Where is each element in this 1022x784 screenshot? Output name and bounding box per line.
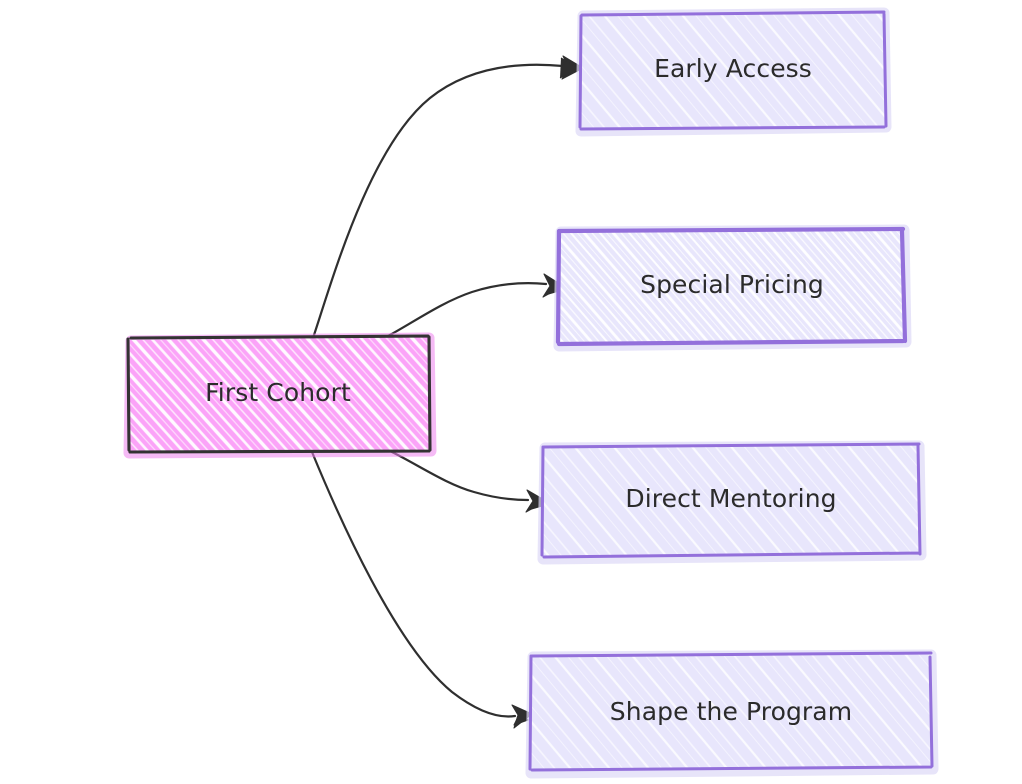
node-early-access-label: Early Access [654, 54, 812, 83]
node-direct-mentoring-hatch [542, 444, 920, 556]
node-early-access-border [578, 10, 888, 131]
node-shape-the-program-hatch [530, 653, 932, 770]
node-direct-mentoring-label: Direct Mentoring [625, 484, 836, 513]
edge-first-cohort-shape-program [310, 450, 533, 729]
node-special-pricing-border [555, 226, 908, 347]
node-first-cohort-hatch [128, 337, 429, 451]
edge-first-cohort-early-access [311, 55, 584, 340]
node-early-access-hatch [580, 12, 885, 128]
node-first-cohort-border [126, 334, 432, 454]
node-shape-the-program-label: Shape the Program [610, 697, 852, 726]
edge-first-cohort-special-pricing [386, 273, 564, 338]
node-first-cohort-label: First Cohort [205, 378, 351, 407]
node-special-pricing-hatch [558, 228, 905, 343]
node-direct-mentoring[interactable]: Direct Mentoring [537, 440, 927, 565]
node-shape-the-program-border [528, 651, 934, 772]
node-first-cohort[interactable]: First Cohort [123, 332, 437, 459]
node-shape-the-program[interactable]: Shape the Program [525, 649, 939, 779]
node-early-access[interactable]: Early Access [575, 7, 892, 137]
node-special-pricing-label: Special Pricing [640, 270, 824, 299]
node-direct-mentoring-border [540, 442, 922, 559]
edge-first-cohort-direct-mentoring [390, 450, 547, 513]
node-special-pricing[interactable]: Special Pricing [553, 224, 912, 352]
